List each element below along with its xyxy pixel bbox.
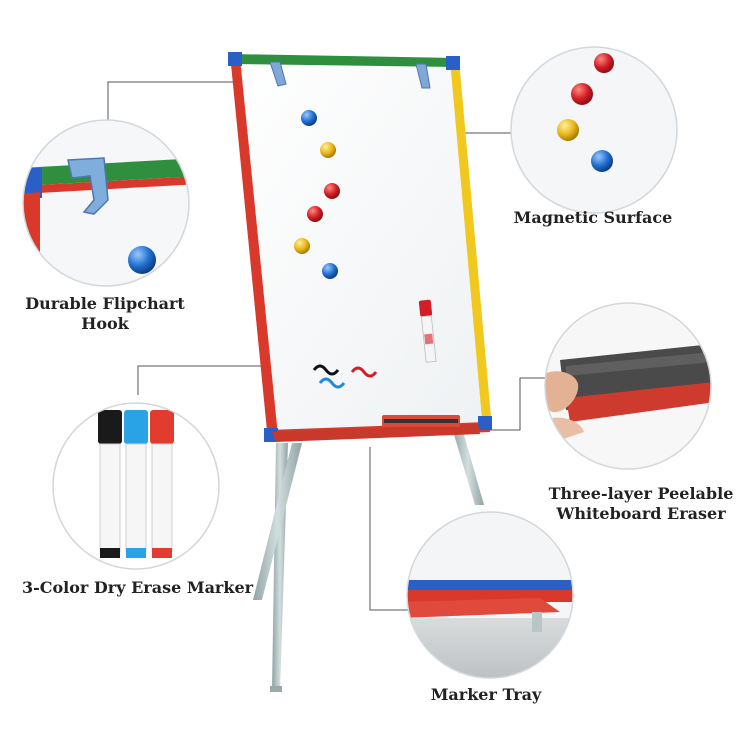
easel-legs <box>253 428 484 692</box>
magnet-icon <box>510 46 678 214</box>
tray-icon <box>406 511 574 679</box>
label-whiteboard-eraser: Three-layer Peelable Whiteboard Eraser <box>536 484 746 524</box>
hook-icon <box>22 119 190 287</box>
label-eraser-line2: Whiteboard Eraser <box>556 504 726 523</box>
label-dry-erase-marker: 3-Color Dry Erase Marker <box>22 578 254 597</box>
label-durable-flipchart-hook: Durable Flipchart Hook <box>25 294 185 334</box>
eraser-icon <box>544 302 712 470</box>
label-marker-tray: Marker Tray <box>430 685 542 704</box>
label-hook-line2: Hook <box>81 314 129 333</box>
label-hook-line1: Durable Flipchart <box>25 294 185 313</box>
whiteboard <box>228 52 492 442</box>
marker-icon <box>52 402 220 570</box>
label-magnetic-surface: Magnetic Surface <box>513 208 673 227</box>
label-eraser-line1: Three-layer Peelable <box>548 484 734 503</box>
